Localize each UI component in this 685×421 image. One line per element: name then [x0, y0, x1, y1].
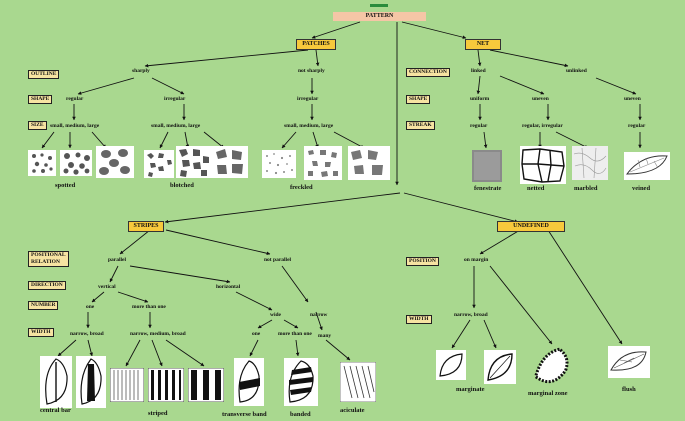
node-size-2: small, medium, large	[151, 123, 201, 129]
tag-number: NUMBER	[28, 301, 59, 310]
netted-thumb	[520, 146, 566, 184]
caption-veined: veined	[632, 185, 651, 192]
caption-aciculate: aciculate	[340, 407, 365, 414]
category-undefined: UNDEFINED	[497, 221, 565, 232]
node-unlinked: unlinked	[566, 68, 587, 74]
spotted-thumb-2	[60, 150, 92, 176]
node-uneven-2: uneven	[624, 96, 641, 102]
tag-shape: SHAPE	[28, 95, 53, 104]
node-regular: regular	[66, 96, 84, 102]
node-many: many	[318, 333, 332, 339]
caption-striped: striped	[148, 410, 168, 417]
tag-width: WIDTH	[28, 328, 54, 337]
freckled-thumb-2	[304, 146, 342, 180]
central-bar-thumb-2	[76, 356, 106, 408]
caption-banded: banded	[290, 411, 311, 418]
caption-netted: netted	[527, 185, 545, 192]
marginal-zone-thumb	[533, 347, 569, 384]
node-one: one	[86, 304, 95, 310]
node-on-margin: on margin	[464, 257, 489, 263]
caption-central-bar: central bar	[40, 407, 71, 414]
node-narrow-broad-2: narrow, broad	[454, 312, 488, 318]
node-parallel: parallel	[108, 257, 127, 263]
node-irregular: irregular	[164, 96, 186, 102]
node-narrow-broad: narrow, broad	[70, 331, 104, 337]
striped-thumb-2	[148, 368, 184, 402]
tag-connection: CONNECTION	[406, 68, 450, 77]
caption-fenestrate: fenestrate	[474, 185, 502, 192]
tag-net-shape: SHAPE	[406, 95, 431, 104]
transverse-band-thumb	[234, 358, 264, 406]
title-fragment	[370, 0, 388, 7]
node-not-parallel: not parallel	[264, 257, 292, 263]
node-one-2: one	[252, 331, 261, 337]
blotched-thumb-2	[176, 146, 212, 178]
marbled-thumb	[572, 146, 608, 180]
node-more-than-one-2: more than one	[278, 331, 312, 337]
caption-spotted: spotted	[55, 182, 76, 189]
central-bar-thumb-1	[40, 356, 72, 408]
node-regular-irregular: regular, irregular	[522, 123, 563, 129]
node-wide: wide	[270, 312, 281, 318]
node-regular-net: regular	[470, 123, 488, 129]
striped-thumb-3	[188, 368, 224, 402]
node-narrow: narrow	[310, 312, 328, 318]
category-stripes: STRIPES	[128, 221, 164, 232]
banded-thumb	[284, 358, 318, 406]
tag-position: POSITION	[406, 257, 439, 266]
blotched-thumb-3	[212, 146, 248, 178]
caption-transverse-band: transverse band	[222, 411, 267, 418]
tag-undefined-width: WIDTH	[406, 315, 432, 324]
caption-flush: flush	[622, 386, 636, 393]
tag-positional-relation: POSITIONAL RELATION	[28, 251, 69, 267]
tag-size: SIZE	[28, 121, 47, 130]
node-vertical: vertical	[98, 284, 116, 290]
blotched-thumb-1	[144, 150, 174, 178]
flush-thumb	[608, 346, 650, 378]
pattern-root: PATTERN	[333, 12, 426, 21]
spotted-thumb-3	[96, 146, 134, 178]
node-size-3: small, medium, large	[284, 123, 334, 129]
caption-freckled: freckled	[290, 184, 313, 191]
node-horizontal: horizontal	[216, 284, 241, 290]
freckled-thumb-1	[262, 150, 296, 178]
node-uneven: uneven	[532, 96, 549, 102]
marginate-thumb-2	[484, 350, 516, 384]
node-irregular-2: irregular	[297, 96, 319, 102]
fenestrate-thumb	[472, 150, 502, 182]
node-sharply: sharply	[132, 68, 150, 74]
category-net: NET	[465, 39, 501, 50]
veined-thumb	[624, 152, 670, 180]
caption-marbled: marbled	[574, 185, 598, 192]
striped-thumb-1	[110, 368, 144, 402]
tag-outline: OUTLINE	[28, 70, 60, 79]
node-more-than-one: more than one	[132, 304, 166, 310]
aciculate-thumb	[340, 362, 376, 402]
caption-marginal-zone: marginal zone	[528, 390, 568, 397]
node-size-1: small, medium, large	[50, 123, 100, 129]
node-linked: linked	[471, 68, 486, 74]
tag-streak: STREAK	[406, 121, 435, 130]
category-patches: PATCHES	[296, 39, 336, 50]
freckled-thumb-3	[348, 146, 390, 180]
node-uniform: uniform	[470, 96, 490, 102]
caption-blotched: blotched	[170, 182, 194, 189]
caption-marginate: marginate	[456, 386, 485, 393]
node-regular-net-2: regular	[628, 123, 646, 129]
tag-direction: DIRECTION	[28, 281, 66, 290]
spotted-thumb-1	[28, 150, 56, 176]
node-not-sharply: not sharply	[298, 68, 325, 74]
marginate-thumb-1	[436, 350, 466, 380]
node-narrow-medium-broad: narrow, medium, broad	[130, 331, 186, 337]
